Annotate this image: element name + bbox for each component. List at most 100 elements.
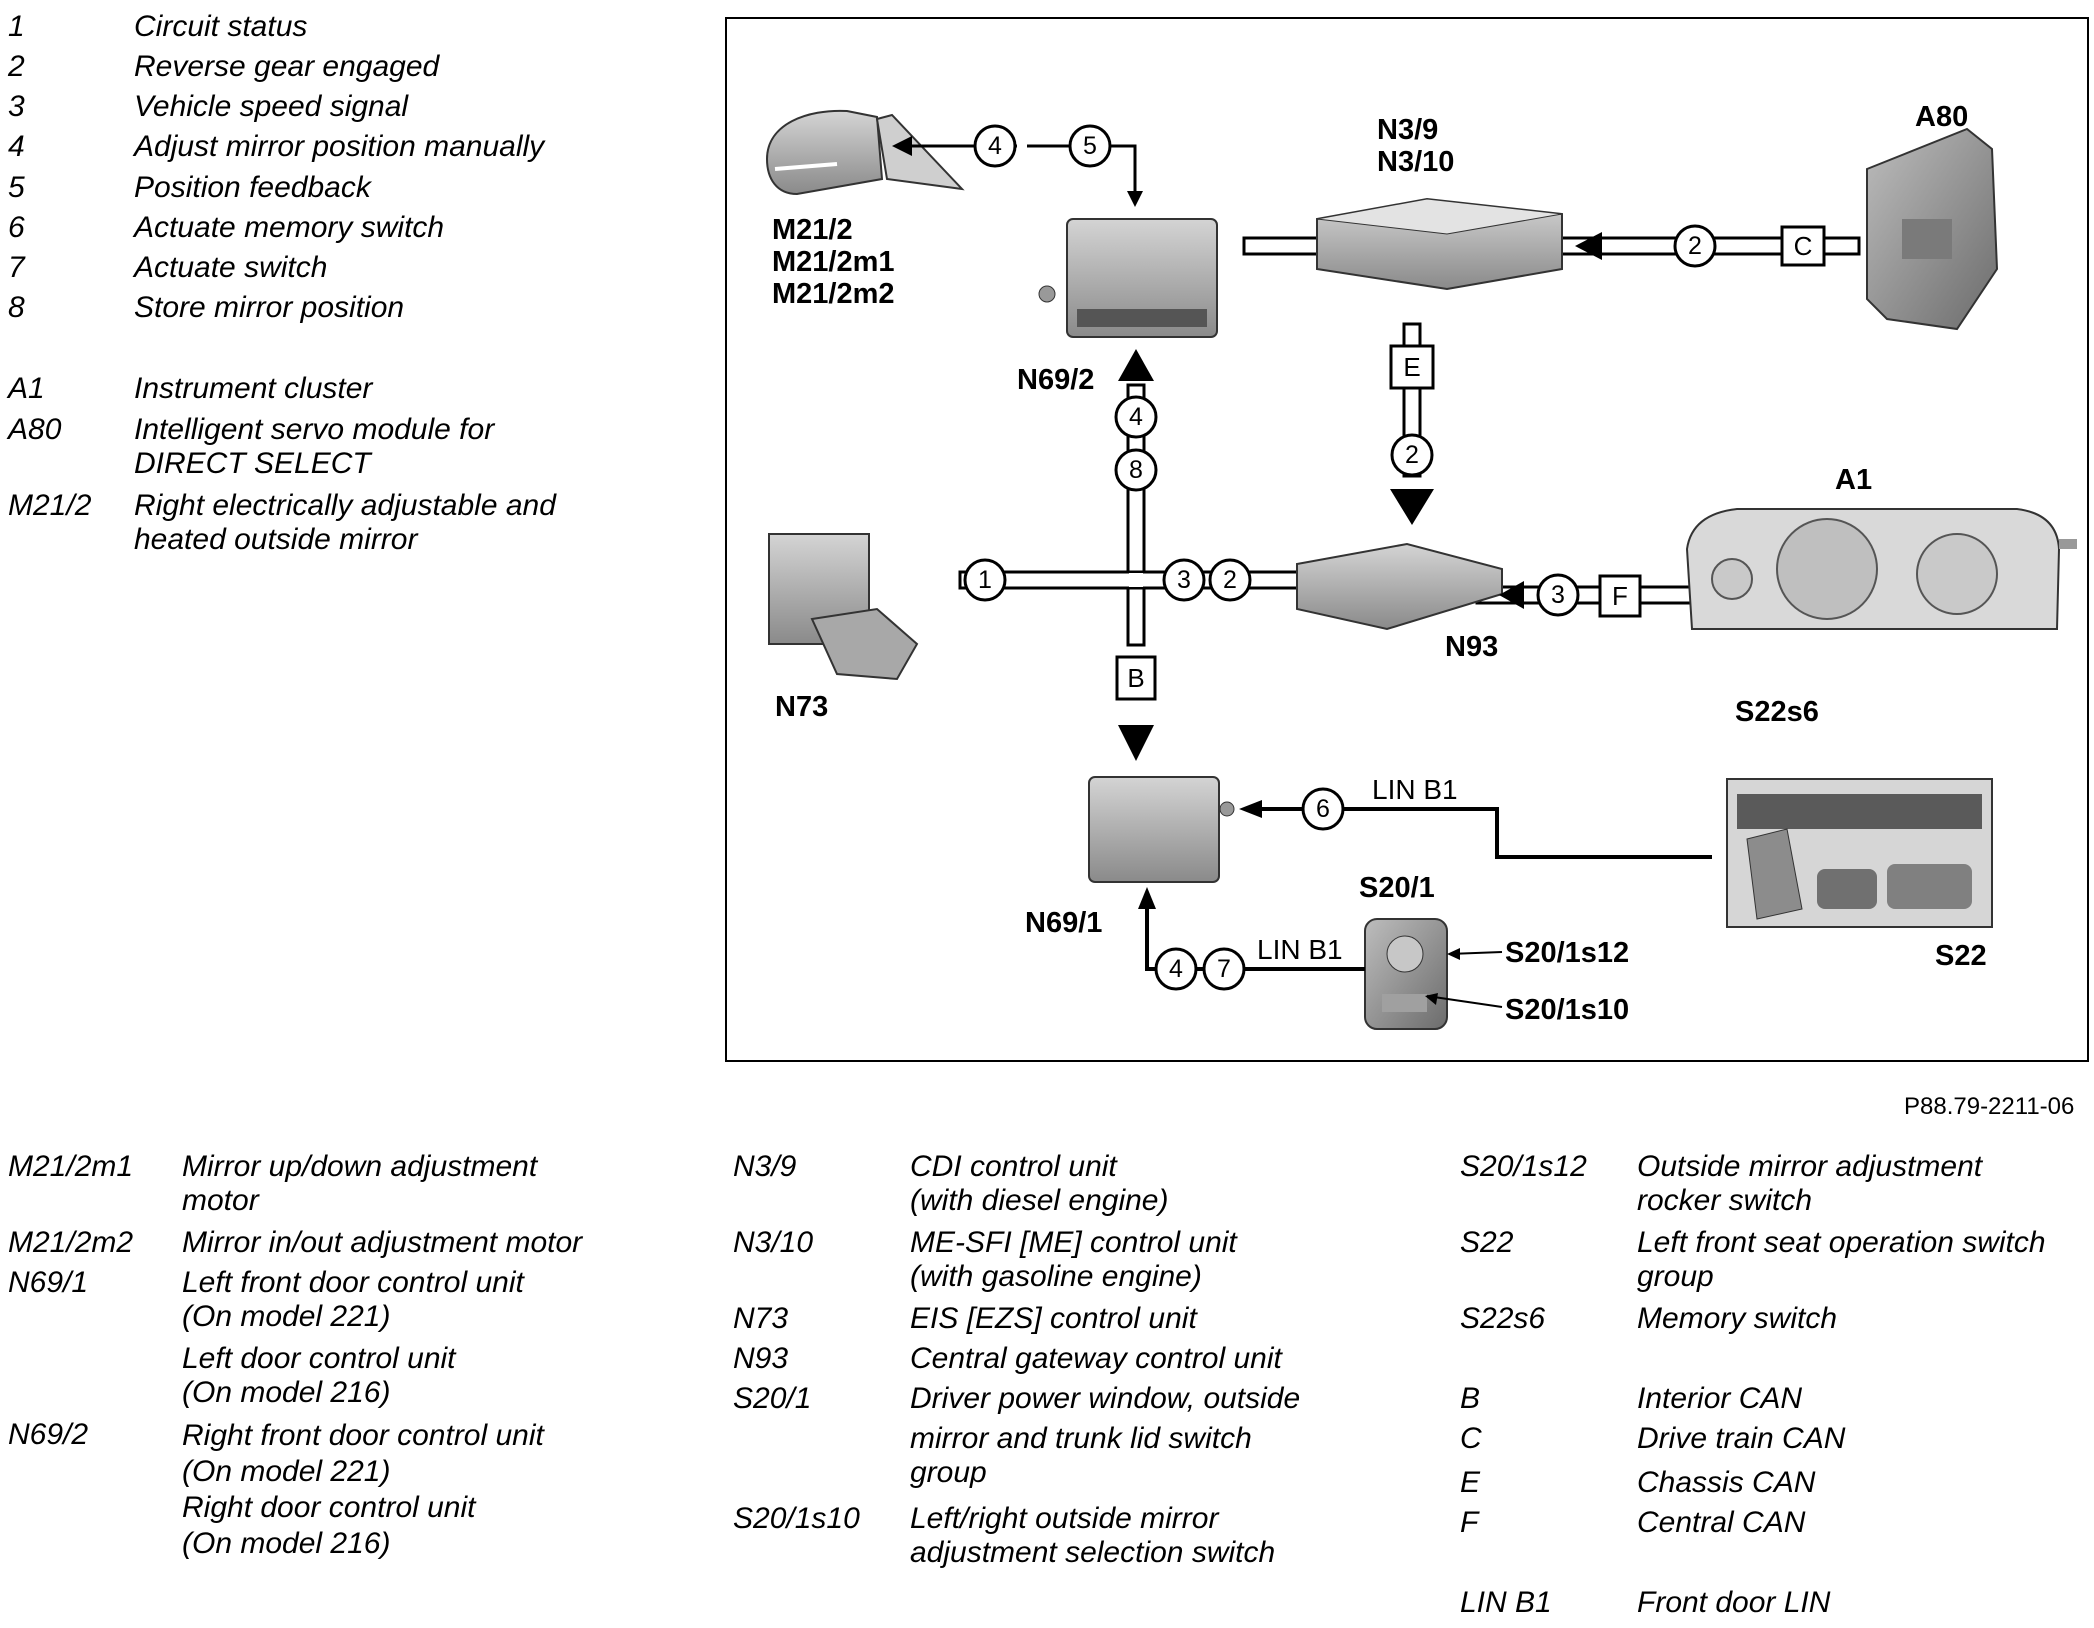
- signal-circle-4: [1154, 947, 1198, 991]
- bus-box-b: [1115, 655, 1157, 701]
- signal-number: 7: [1217, 955, 1231, 983]
- legend-item: N93 Central gateway control unit: [733, 1342, 1282, 1375]
- bus-box-e: [1389, 344, 1435, 390]
- label-n69-2: N69/2: [1017, 364, 1094, 396]
- wire-lin-top: [1257, 807, 1712, 859]
- signal-circle-6: [1301, 787, 1345, 831]
- signal-number: 2: [1405, 441, 1419, 469]
- bus-box-c: [1780, 225, 1826, 267]
- wire-lin-bottom: [1145, 904, 1365, 971]
- arrow-to-n93-side: [1499, 581, 1524, 609]
- signal-number: 6: [1316, 795, 1330, 823]
- arrow-lin-top: [1239, 800, 1262, 818]
- legend-item: N3/9 CDI control unit (with diesel engin…: [733, 1150, 1169, 1217]
- signal-number: 2: [1223, 566, 1237, 594]
- signal-number: 4: [988, 132, 1002, 160]
- label-s22: S22: [1935, 940, 1987, 972]
- legend-item: mirror and trunk lid switch group: [910, 1422, 1252, 1489]
- bus-junction: [1129, 573, 1143, 587]
- signal-number: 4: [1169, 955, 1183, 983]
- legend-item: LIN B1 Front door LIN: [1460, 1586, 1831, 1619]
- legend-item: M21/2m2 Mirror in/out adjustment motor: [8, 1226, 583, 1259]
- legend-item: M21/2 Right electrically adjustable and …: [8, 489, 556, 556]
- arrow-to-n93: [1390, 489, 1434, 525]
- arrow-lin-bottom: [1138, 887, 1156, 909]
- n69-2-module-image: [1038, 218, 1218, 338]
- legend-item: 7 Actuate switch: [8, 251, 328, 284]
- arrow-to-n69-1: [1118, 725, 1154, 761]
- signal-circle-2: [1208, 558, 1252, 602]
- signal-number: 8: [1129, 456, 1143, 484]
- legend-item: A1 Instrument cluster: [8, 372, 373, 405]
- legend-item: E Chassis CAN: [1460, 1466, 1816, 1499]
- legend-item: B Interior CAN: [1460, 1382, 1803, 1415]
- mirror-m21-2-image: [765, 109, 965, 196]
- legend-item: S20/1s12 Outside mirror adjustment rocke…: [1460, 1150, 1983, 1217]
- legend-item: S20/1s10 Left/right outside mirror adjus…: [733, 1502, 1276, 1569]
- label-n93: N93: [1445, 631, 1498, 663]
- bus-box-f: [1598, 574, 1642, 618]
- wire-label-lin-bottom: LIN B1: [1257, 934, 1343, 965]
- signal-circle-4: [973, 124, 1017, 168]
- signal-number: 1: [978, 566, 992, 594]
- signal-number: 4: [1129, 403, 1143, 431]
- label-a1: A1: [1835, 464, 1872, 496]
- leader-arrow-s10: [1425, 993, 1438, 1005]
- a80-module-image: [1866, 127, 1999, 331]
- signal-number: 3: [1177, 566, 1191, 594]
- signal-circle-5: [1068, 124, 1112, 168]
- n3-module-image: [1316, 197, 1563, 291]
- signal-circle-8: [1114, 448, 1158, 492]
- label-s20-1s10: S20/1s10: [1505, 994, 1629, 1026]
- s22-switch-image: [1726, 778, 1993, 928]
- s20-1-switch-image: [1364, 918, 1448, 1030]
- leader-arrow-s12: [1447, 948, 1460, 960]
- label-s22s6: S22s6: [1735, 696, 1819, 728]
- legend-item: M21/2m1 Mirror up/down adjustment motor: [8, 1150, 538, 1217]
- legend-item: 1 Circuit status: [8, 10, 308, 43]
- legend-item: N69/2 Right front door control unit (On …: [8, 1418, 544, 1560]
- label-s20-1: S20/1: [1359, 872, 1435, 904]
- legend-item: A80 Intelligent servo module for DIRECT …: [8, 413, 495, 480]
- signal-number: 3: [1551, 581, 1565, 609]
- n93-module-image: [1296, 542, 1503, 631]
- legend-item: C Drive train CAN: [1460, 1422, 1846, 1455]
- legend-item: 8 Store mirror position: [8, 291, 405, 324]
- signal-circle-1: [963, 558, 1007, 602]
- signal-number: 5: [1083, 132, 1097, 160]
- leader-s20-1s10: [1426, 995, 1503, 1008]
- legend-item: 3 Vehicle speed signal: [8, 90, 409, 123]
- label-a80: A80: [1915, 101, 1968, 133]
- arrow-to-n69-2: [1127, 191, 1143, 207]
- label-s20-1s12: S20/1s12: [1505, 937, 1629, 969]
- arrow-to-n3: [1575, 232, 1602, 260]
- legend-item: N3/10 ME-SFI [ME] control unit (with gas…: [733, 1226, 1237, 1293]
- signal-circle-7: [1202, 947, 1246, 991]
- bus-letter: B: [1127, 663, 1144, 693]
- n69-1-module-image: [1088, 776, 1235, 883]
- bus-letter: E: [1403, 352, 1420, 382]
- signal-circle-3: [1162, 558, 1206, 602]
- n73-ignition-image: [768, 533, 919, 681]
- label-n73: N73: [775, 691, 828, 723]
- legend-item: 6 Actuate memory switch: [8, 211, 445, 244]
- signal-circle-2: [1673, 224, 1717, 268]
- signal-circle-2: [1390, 433, 1434, 477]
- signal-circle-3: [1536, 573, 1580, 617]
- arrow-to-mirror: [892, 136, 912, 156]
- legend-item: N73 EIS [EZS] control unit: [733, 1302, 1197, 1335]
- legend-item: N69/1 Left front door control unit (On m…: [8, 1266, 524, 1333]
- a1-cluster-image: [1685, 508, 2077, 630]
- figure-reference: P88.79-2211-06: [1904, 1093, 2075, 1120]
- label-n69-1: N69/1: [1025, 907, 1102, 939]
- signal-number: 2: [1688, 232, 1702, 260]
- legend-item: 4 Adjust mirror position manually: [8, 130, 545, 163]
- wire-label-lin-top: LIN B1: [1372, 774, 1458, 805]
- legend-item: S22s6 Memory switch: [1460, 1302, 1838, 1335]
- legend-item: F Central CAN: [1460, 1506, 1806, 1539]
- bus-letter: F: [1612, 581, 1628, 611]
- arrow-up-n69-2: [1118, 349, 1154, 381]
